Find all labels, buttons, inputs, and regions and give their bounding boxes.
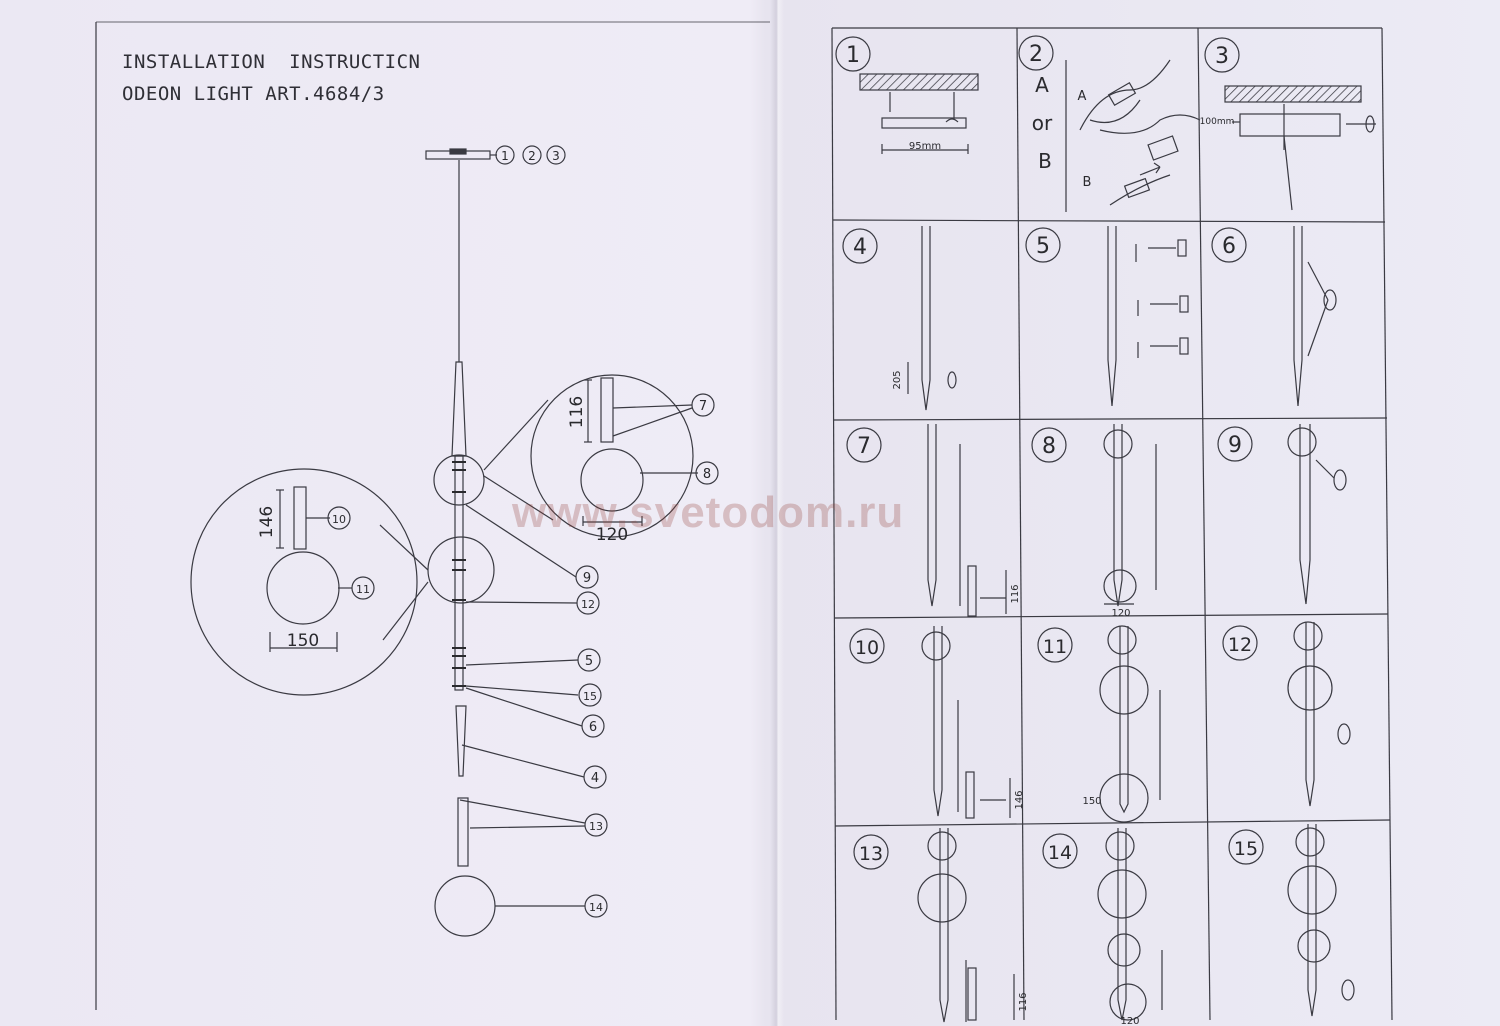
lower-cylinder xyxy=(457,797,469,867)
step-14-number: 14 xyxy=(1048,842,1072,864)
callout-circle-3 xyxy=(546,145,566,165)
callout-5: 5 xyxy=(585,654,593,669)
header-title: INSTALLATION INSTRUCTICN xyxy=(122,51,421,73)
callout-9: 9 xyxy=(583,571,591,586)
dim-150-text: 150 xyxy=(287,631,319,651)
callout-circle-2 xyxy=(522,145,542,165)
header-article: ODEON LIGHT ART.4684/3 xyxy=(122,83,385,105)
step-5-number: 5 xyxy=(1036,234,1050,259)
step-15-number: 15 xyxy=(1234,838,1258,860)
step-1-number: 1 xyxy=(846,43,860,68)
step-number-labels: 1 2 3 4 5 6 7 8 9 10 11 12 13 14 15 xyxy=(846,42,1258,865)
callout-4: 4 xyxy=(591,771,599,786)
step-3-number: 3 xyxy=(1215,44,1229,69)
detail-small-globe xyxy=(580,448,644,512)
bubble-connector-b xyxy=(483,475,554,521)
step-3-canopy xyxy=(1224,85,1376,211)
step-4-dim: 205 xyxy=(892,370,903,389)
detail-bubble-large xyxy=(190,468,418,696)
step-13-dim: 116 xyxy=(1018,992,1029,1011)
callout-leaders xyxy=(306,404,698,907)
rod-ticks xyxy=(452,461,466,687)
callout-11: 11 xyxy=(356,583,370,596)
step-10-number: 10 xyxy=(855,637,879,659)
callout-10: 10 xyxy=(332,513,346,526)
callout-12: 12 xyxy=(581,598,595,611)
callout-13: 13 xyxy=(589,820,603,833)
lower-cone xyxy=(455,705,467,777)
bubble-connector-a xyxy=(483,399,549,471)
step-4-number: 4 xyxy=(853,235,867,260)
upper-globe xyxy=(433,454,485,506)
callout-8: 8 xyxy=(703,467,711,482)
step-dims: 205 116 120 146 150 116 120 xyxy=(892,370,1140,1026)
step-2-label-or: or xyxy=(1032,111,1053,135)
step-rods xyxy=(907,226,1355,1023)
callout-15: 15 xyxy=(583,690,597,703)
lamp-rod xyxy=(454,455,464,691)
callout-3: 3 xyxy=(552,149,560,163)
step-2-label-a: A xyxy=(1035,73,1049,97)
callout-6: 6 xyxy=(589,720,597,735)
callout-2: 2 xyxy=(528,149,536,163)
step-2-label-b: B xyxy=(1038,149,1052,173)
callout-7: 7 xyxy=(699,399,707,414)
callout-labels: 7 8 10 11 9 12 5 15 6 4 13 14 xyxy=(332,399,711,914)
step-6-number: 6 xyxy=(1222,234,1236,259)
detail-small-cylinder xyxy=(600,377,614,443)
step-9-number: 9 xyxy=(1228,433,1242,458)
callout-14: 14 xyxy=(589,901,603,914)
dim-116-text: 116 xyxy=(567,396,587,428)
step-2-inner-b: B xyxy=(1083,175,1092,190)
step-2-inner-a: A xyxy=(1078,89,1087,104)
step-13-number: 13 xyxy=(859,843,883,865)
callout-1: 1 xyxy=(501,149,509,163)
step-7-number: 7 xyxy=(857,434,871,459)
step-12-number: 12 xyxy=(1228,634,1252,656)
step-8-dim: 120 xyxy=(1111,608,1130,619)
step-1-dim: 95mm xyxy=(909,141,941,152)
paper-fold xyxy=(770,0,784,1026)
callout-circles xyxy=(327,393,719,918)
bubble2-connector-b xyxy=(382,581,429,641)
step-10-dim: 146 xyxy=(1014,790,1025,809)
dim-120-text: 120 xyxy=(596,525,628,545)
grid-lines xyxy=(831,27,1393,1021)
step-11-number: 11 xyxy=(1043,636,1067,658)
step-8-number: 8 xyxy=(1042,434,1056,459)
step-11-dim: 150 xyxy=(1082,796,1101,807)
dim-146-text: 146 xyxy=(257,506,277,538)
callout-circle-1 xyxy=(495,145,515,165)
watermark: www.svetodom.ru xyxy=(512,488,905,537)
sheet-header: INSTALLATION INSTRUCTICN ODEON LIGHT ART… xyxy=(122,46,420,110)
detail-bubble-small xyxy=(530,374,694,538)
step-numbers xyxy=(835,35,1264,870)
step-3-dim: 100mm xyxy=(1200,117,1235,127)
canopy-block xyxy=(449,148,467,155)
step-2-number: 2 xyxy=(1029,42,1043,67)
step-1-ceiling-mount xyxy=(859,73,979,154)
bubble2-connector-a xyxy=(379,524,429,571)
step-14-dim: 120 xyxy=(1120,1016,1139,1026)
step-2-labels: A or B A B xyxy=(1032,73,1092,190)
step-2-wiring xyxy=(1065,59,1201,212)
step-7-dim: 116 xyxy=(1010,584,1021,603)
top-callouts: 1 2 3 xyxy=(495,145,566,165)
